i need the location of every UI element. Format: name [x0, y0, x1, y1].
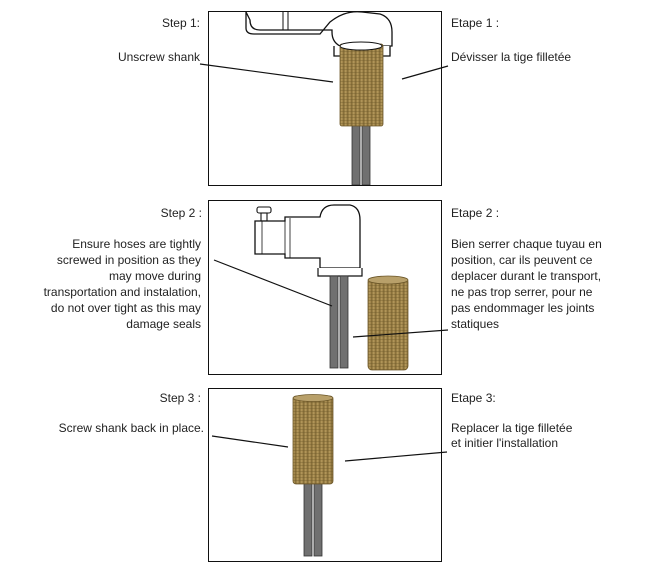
step2-heading-fr: Etape 2 :	[451, 206, 500, 220]
step3-text-en: Screw shank back in place.	[59, 421, 204, 435]
step1-text-en-line: Unscrew shank	[117, 50, 200, 64]
shank-top	[292, 394, 334, 402]
step2-text-en-line: do not over tight as this may	[50, 301, 201, 315]
hose	[339, 275, 349, 369]
step2-text-en-line: damage seals	[126, 317, 201, 331]
step3-heading-fr: Etape 3:	[451, 391, 496, 405]
leader-line	[344, 451, 448, 462]
shank-top	[339, 41, 383, 51]
step3-illustration	[211, 394, 448, 557]
leader-line	[352, 329, 449, 338]
knob-icon	[256, 206, 272, 214]
step3-heading-en: Step 3 :	[159, 391, 201, 405]
step1-text-fr-line: Dévisser la tige filletée	[451, 50, 572, 64]
leader-line	[199, 63, 334, 83]
threaded-shank	[367, 277, 409, 371]
step1-heading-fr: Etape 1 :	[451, 16, 500, 30]
tap-body-outline	[254, 204, 361, 269]
leader-line	[213, 259, 333, 307]
step2-text-en-line: screwed in position as they	[56, 253, 201, 267]
shank-top	[367, 275, 409, 285]
step1-heading-en: Step 1:	[161, 16, 200, 30]
step2-heading-en: Step 2 :	[160, 206, 202, 220]
step1-illustration	[199, 12, 449, 185]
tap-base	[317, 268, 363, 277]
step3-text-en-line: Screw shank back in place.	[58, 421, 204, 435]
step2-illustration	[213, 204, 449, 371]
threaded-shank	[339, 43, 384, 127]
step2-text-fr: Bien serrer chaque tuyau en position, ca…	[451, 236, 602, 332]
step2-text-fr-line: statiques	[451, 317, 500, 331]
step2-text-fr-line: ne pas trop serrer, pour ne	[451, 285, 593, 299]
step1-text-fr: Dévisser la tige filletée	[451, 50, 571, 64]
leader-line	[401, 65, 449, 80]
knob-stem	[260, 212, 268, 222]
step1-text-en: Unscrew shank	[118, 50, 200, 64]
step3-text-fr-line: et initier l'installation	[451, 436, 559, 450]
step2-text-fr-line: pas endommager les joints	[451, 301, 595, 315]
step2-text-fr-line: deplacer durant le transport,	[451, 269, 602, 283]
hose	[329, 275, 339, 369]
step2-text-fr-line: Bien serrer chaque tuyau en	[451, 237, 602, 251]
step2-text-en-line: may move during	[108, 269, 201, 283]
step2-text-fr-line: position, car ils peuvent ce	[451, 253, 593, 267]
step3-text-fr-line: Replacer la tige filletée	[451, 421, 573, 435]
leader-line	[211, 435, 289, 448]
step3-text-fr: Replacer la tige filletée et initier l'i…	[451, 421, 572, 451]
step2-text-en-line: transportation and instalation,	[43, 285, 201, 299]
threaded-shank	[292, 395, 334, 485]
step2-text-en: Ensure hoses are tightly screwed in posi…	[44, 236, 201, 332]
step1-panel	[208, 11, 442, 186]
step2-text-en-line: Ensure hoses are tightly	[72, 237, 201, 251]
tap-body-outline	[245, 12, 393, 47]
